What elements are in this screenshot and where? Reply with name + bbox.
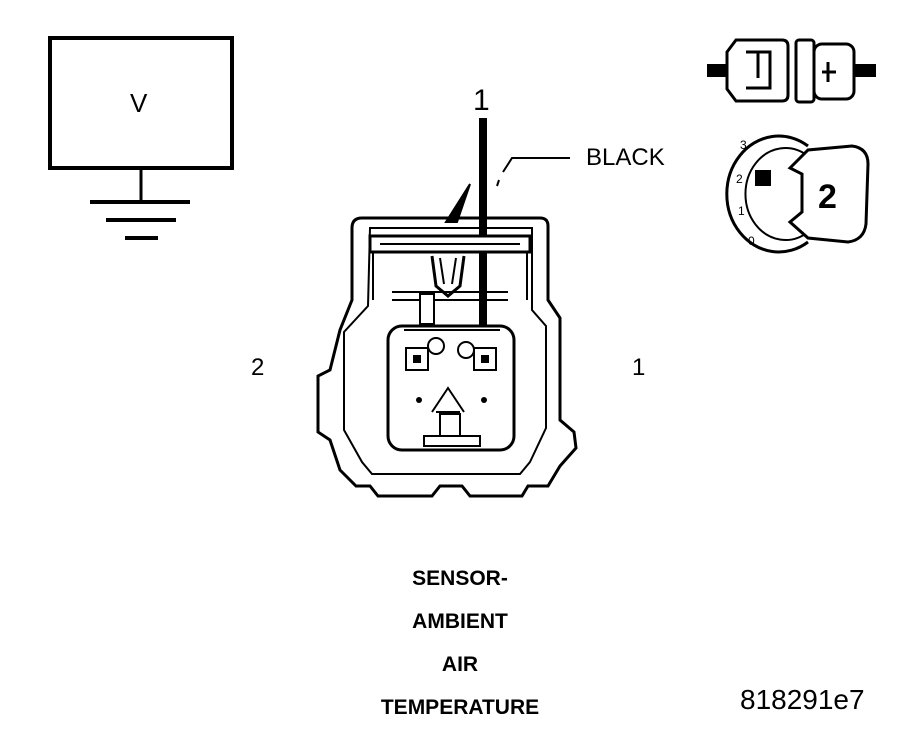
terminal-pin-2 [405,347,429,371]
connector-color-label: BLACK [586,144,665,171]
pin-1-callout-number: 1 [473,84,490,117]
connector-pin-right-label: 1 [632,354,646,381]
latch-tab [430,255,466,298]
connector-disconnect-icon [707,38,876,104]
knob-dial [725,134,809,254]
position-scale-3: 3 [740,138,747,152]
sensor-connector [316,216,578,498]
connector-shell-outer [316,216,578,498]
knob-indicator [755,170,771,186]
knob-body [787,144,870,244]
position-knob-icon [725,134,870,254]
knob-dial-inner [744,147,809,241]
voltmeter-symbol [48,36,234,240]
position-scale-2: 2 [736,172,743,186]
keying-feature [431,386,465,413]
component-name-line-2: AMBIENT [412,610,508,633]
position-number: 2 [818,178,837,216]
component-name-line-3: AIR [441,653,479,676]
position-scale-0: 0 [748,234,755,248]
color-label-leader [444,157,570,223]
component-name-line-4: TEMPERATURE [380,696,540,719]
position-scale-1: 1 [738,204,745,218]
voltmeter-label: V [130,88,148,118]
terminal-pin-1 [473,347,497,371]
figure-id: 818291e7 [740,684,865,715]
component-name-line-1: SENSOR- [412,567,508,590]
connector-pin-left-label: 2 [251,354,265,381]
connector-shell-inner [343,227,547,475]
